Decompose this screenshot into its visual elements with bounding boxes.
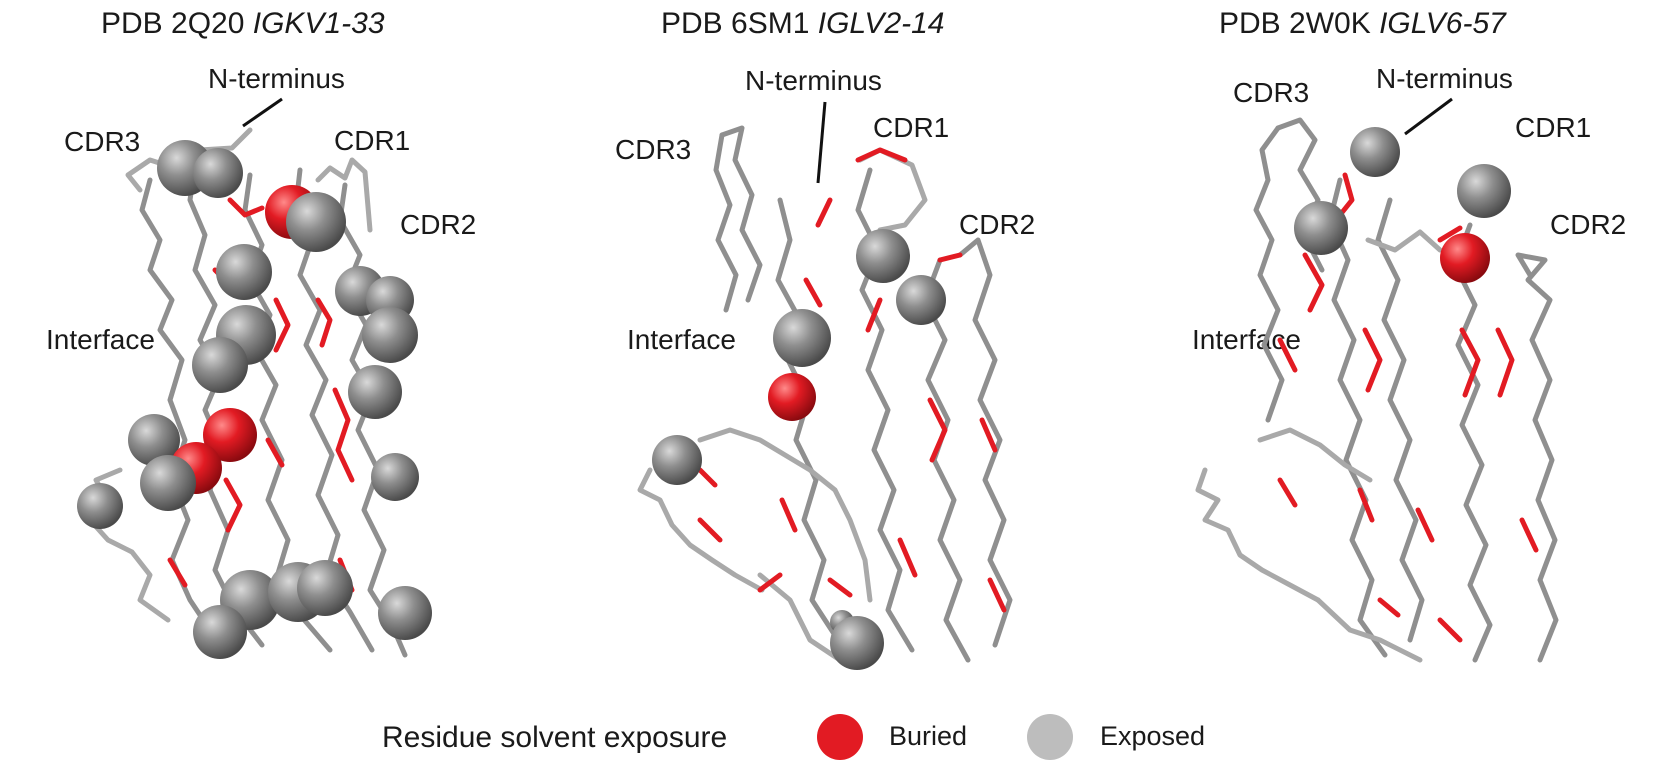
- cdr3-label: CDR3: [1233, 77, 1309, 108]
- n-terminus-pointer: [816, 101, 827, 184]
- cdr2-label: CDR2: [959, 209, 1035, 240]
- panel-2w0k: PDB 2W0K IGLV6-57 N-terminus CDR3 CDR1 C…: [1192, 7, 1626, 663]
- panel-title: PDB 6SM1 IGLV2-14: [661, 7, 945, 40]
- panel-2q20: PDB 2Q20 IGKV1-33 N-terminus CDR3 CDR1 C…: [46, 7, 476, 659]
- legend-exposed-label: Exposed: [1100, 721, 1205, 751]
- pdb-id: PDB 2Q20: [101, 7, 244, 40]
- legend: Residue solvent exposure Buried Exposed: [382, 714, 1205, 760]
- panel-title: PDB 2W0K IGLV6-57: [1219, 7, 1507, 40]
- n-terminus-label: N-terminus: [208, 63, 345, 94]
- cdr3-label: CDR3: [64, 126, 140, 157]
- backbone-trace: [1195, 117, 1559, 663]
- panel-title: PDB 2Q20 IGKV1-33: [101, 7, 385, 40]
- residue-spheres: [1294, 127, 1511, 283]
- interface-label: Interface: [46, 324, 155, 355]
- cdr2-label: CDR2: [400, 209, 476, 240]
- cdr1-label: CDR1: [1515, 112, 1591, 143]
- panel-6sm1: PDB 6SM1 IGLV2-14 N-terminus CDR3 CDR1 C…: [615, 7, 1035, 670]
- cdr1-label: CDR1: [334, 125, 410, 156]
- buried-segments: [697, 147, 1007, 613]
- n-terminus-label: N-terminus: [1376, 63, 1513, 94]
- pdb-id: PDB 2W0K: [1219, 7, 1371, 40]
- exposed-swatch: [1027, 714, 1073, 760]
- pdb-id: PDB 6SM1: [661, 7, 809, 40]
- interface-label: Interface: [627, 324, 736, 355]
- cdr3-label: CDR3: [615, 134, 691, 165]
- residue-spheres: [77, 140, 432, 659]
- cdr2-label: CDR2: [1550, 209, 1626, 240]
- gene-name: IGLV2-14: [818, 7, 945, 40]
- gene-name: IGLV6-57: [1379, 7, 1507, 40]
- residue-spheres: [652, 229, 946, 670]
- n-terminus-pointer: [1404, 97, 1453, 136]
- gene-name: IGKV1-33: [253, 7, 385, 40]
- buried-swatch: [817, 714, 863, 760]
- n-terminus-label: N-terminus: [745, 65, 882, 96]
- legend-buried-label: Buried: [889, 721, 967, 751]
- n-terminus-pointer: [242, 97, 283, 128]
- legend-title: Residue solvent exposure: [382, 721, 727, 754]
- buried-segments: [1277, 172, 1539, 643]
- cdr1-label: CDR1: [873, 112, 949, 143]
